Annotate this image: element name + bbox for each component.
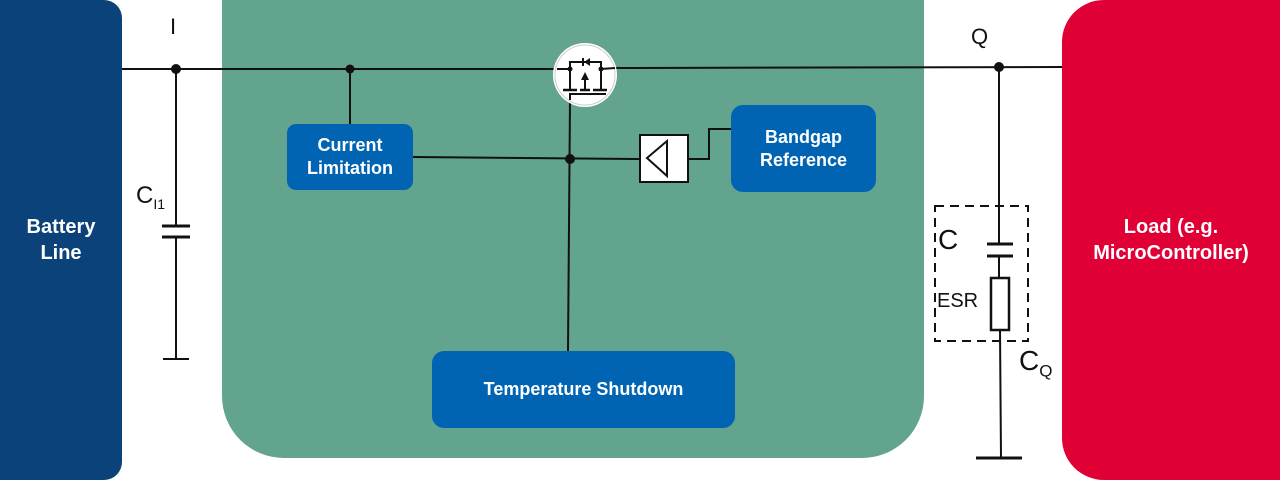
error-amplifier <box>639 134 689 183</box>
bandgap-reference-label: Bandgap Reference <box>759 126 848 170</box>
load-label: Load (e.g. MicroController) <box>1093 216 1249 264</box>
input-node-label: I <box>170 14 177 39</box>
bandgap-wire <box>688 128 731 160</box>
battery-line-block: Battery Line <box>0 0 122 480</box>
junction-dot-output <box>994 62 1004 72</box>
current-limitation-block: Current Limitation <box>287 124 413 190</box>
output-cap-wire-bottom <box>999 329 1002 459</box>
current-limitation-label: Current Limitation <box>307 135 393 178</box>
output-capacitor-label-sub: Q <box>1039 361 1053 381</box>
input-capacitor-label-main: C <box>136 182 154 209</box>
junction-dot-input <box>171 64 181 74</box>
junction-dot-control <box>565 154 575 164</box>
output-capacitor-label: CQ <box>1019 345 1052 382</box>
battery-line-label: Battery Line <box>26 216 96 264</box>
output-node-label: Q <box>971 24 989 49</box>
junction-dot-current-lim <box>345 64 355 74</box>
load-block: Load (e.g. MicroController) <box>1062 0 1280 480</box>
output-capacitor-label-main: C <box>1019 345 1040 376</box>
capacitor-label: C <box>938 224 959 255</box>
amplifier-triangle-icon <box>645 138 668 179</box>
main-output-line <box>614 66 1063 69</box>
control-line <box>412 156 641 160</box>
input-capacitor-label-sub: I1 <box>153 195 166 212</box>
input-capacitor-label: CI1 <box>136 182 165 212</box>
capacitor-model-box <box>934 205 1029 342</box>
esr-resistor <box>989 276 1011 332</box>
temperature-shutdown-block: Temperature Shutdown <box>432 351 735 428</box>
bandgap-reference-block: Bandgap Reference <box>731 105 876 192</box>
esr-label: ESR <box>937 290 979 312</box>
temperature-shutdown-label: Temperature Shutdown <box>483 379 684 399</box>
gate-line <box>567 99 571 352</box>
pass-transistor-mosfet-icon <box>553 43 617 107</box>
